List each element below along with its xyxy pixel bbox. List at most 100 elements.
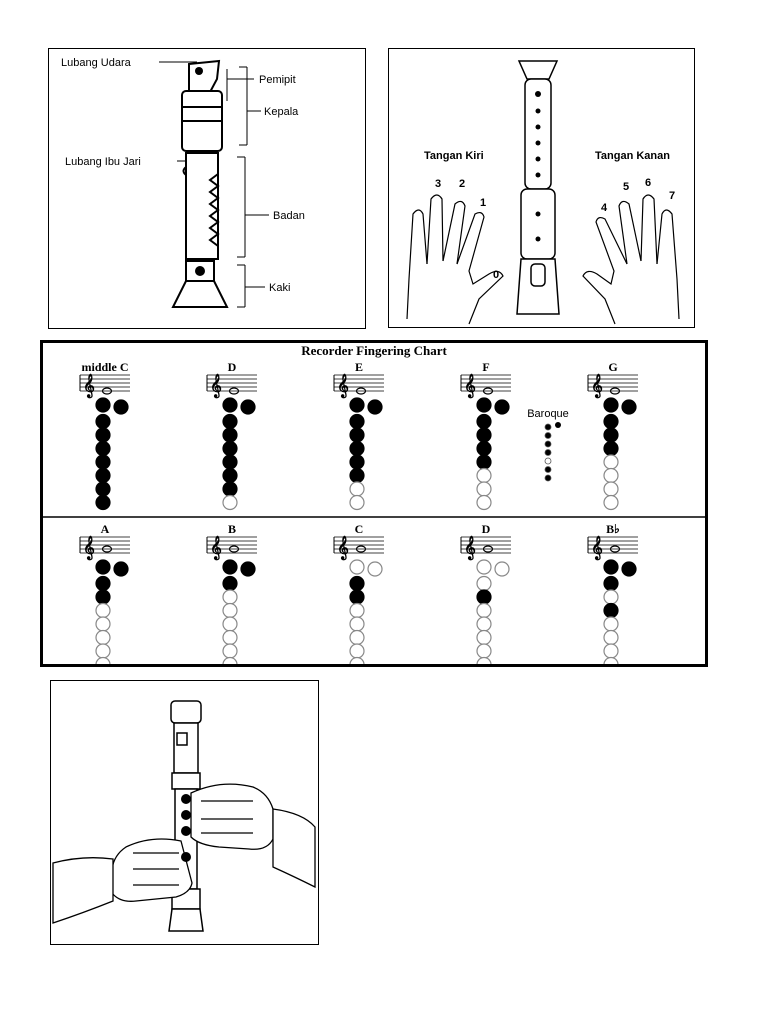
open-hole (603, 643, 619, 659)
closed-hole (95, 397, 111, 413)
open-hole (603, 494, 619, 511)
staff: 𝄞 (587, 536, 638, 561)
treble-clef-icon: 𝄞 (591, 536, 603, 561)
baroque-closed-hole (544, 466, 552, 473)
open-hole (95, 629, 111, 646)
air-hole-label: Lubang Udara (61, 57, 132, 69)
staff: 𝄞 (206, 536, 257, 561)
air-hole-shape (195, 67, 203, 75)
closed-hole (349, 589, 365, 605)
closed-hole (476, 427, 492, 443)
closed-hole (222, 413, 238, 430)
staff: 𝄞 (460, 536, 511, 561)
closed-hole (476, 413, 492, 430)
closed-thumb-hole (240, 561, 256, 577)
open-hole (603, 616, 619, 632)
baroque-closed-hole (544, 449, 552, 456)
baroque-closed-hole (544, 423, 552, 431)
note-label: E (355, 360, 363, 374)
note-head (101, 387, 113, 395)
closed-hole (222, 481, 238, 497)
closed-hole (603, 559, 619, 575)
closed-thumb-hole (367, 399, 383, 415)
hand-numbering-diagram: Tangan Kiri Tangan Kanan 3 2 1 0 4 5 6 7 (406, 60, 680, 325)
closed-thumb-hole (621, 399, 637, 415)
closed-hole (222, 397, 238, 413)
open-hole (349, 616, 365, 632)
left-hand-title: Tangan Kiri (424, 150, 484, 162)
closed-hole (95, 440, 111, 457)
open-hole (603, 454, 619, 470)
fingering-cell: B♭𝄞 (587, 522, 638, 664)
note-label: A (101, 522, 110, 536)
treble-clef-icon: 𝄞 (210, 536, 222, 561)
open-hole (476, 575, 492, 592)
open-hole (476, 559, 492, 575)
open-hole (349, 629, 365, 646)
treble-clef-icon: 𝄞 (83, 536, 95, 561)
open-hole (476, 602, 492, 619)
note-head (355, 387, 367, 395)
note-head (482, 387, 494, 395)
open-hole (603, 629, 619, 646)
note-label: middle C (81, 360, 128, 374)
open-hole (349, 643, 365, 659)
closed-hole (349, 440, 365, 457)
closed-hole (476, 589, 492, 605)
open-hole (222, 643, 238, 659)
note-head (228, 545, 240, 553)
fingering-cell: B𝄞 (206, 522, 257, 664)
open-hole (349, 656, 365, 664)
closed-hole (222, 454, 238, 470)
closed-hole (603, 397, 619, 413)
open-hole (349, 602, 365, 619)
body-label: Badan (273, 210, 305, 222)
thumb-hole-label: Lubang Ibu Jari (65, 156, 141, 168)
closed-hole (95, 413, 111, 430)
closed-hole (95, 589, 111, 605)
finger-number: 3 (435, 178, 441, 190)
open-thumb-hole (494, 561, 510, 577)
note-label: G (608, 360, 617, 374)
treble-clef-icon: 𝄞 (337, 536, 349, 561)
open-hole (95, 602, 111, 619)
closed-hole (349, 397, 365, 413)
closed-hole (603, 413, 619, 430)
open-hole (476, 481, 492, 497)
baroque-closed-hole (544, 440, 552, 448)
fingering-chart: Recorder Fingering Chart middle C𝄞D𝄞E𝄞F𝄞… (43, 343, 705, 664)
closed-hole (222, 427, 238, 443)
closed-hole (349, 454, 365, 470)
hand-numbering-panel: Tangan Kiri Tangan Kanan 3 2 1 0 4 5 6 7 (388, 48, 695, 328)
note-label: D (482, 522, 491, 536)
closed-hole (222, 575, 238, 592)
open-hole (603, 656, 619, 664)
closed-hole (349, 427, 365, 443)
fingering-cell: E𝄞 (333, 360, 384, 511)
open-hole (222, 616, 238, 632)
closed-hole (603, 575, 619, 592)
open-thumb-hole (367, 561, 383, 577)
closed-hole (95, 467, 111, 484)
open-hole (603, 481, 619, 497)
closed-hole (95, 575, 111, 592)
fingering-cell: F𝄞Baroque (460, 360, 569, 511)
closed-hole (222, 467, 238, 484)
closed-hole (603, 440, 619, 457)
closed-hole (349, 575, 365, 592)
closed-hole (222, 440, 238, 457)
open-hole (349, 494, 365, 511)
closed-hole (95, 494, 111, 511)
finger-number: 7 (669, 190, 675, 202)
closed-hole (95, 559, 111, 575)
fingering-cell: G𝄞 (587, 360, 638, 511)
closed-hole (476, 440, 492, 457)
staff: 𝄞 (79, 536, 130, 561)
open-hole (95, 656, 111, 664)
treble-clef-icon: 𝄞 (210, 374, 222, 399)
note-head (609, 545, 621, 553)
closed-hole (603, 427, 619, 443)
open-hole (476, 467, 492, 484)
open-hole (349, 481, 365, 497)
baroque-open-hole (544, 457, 552, 465)
